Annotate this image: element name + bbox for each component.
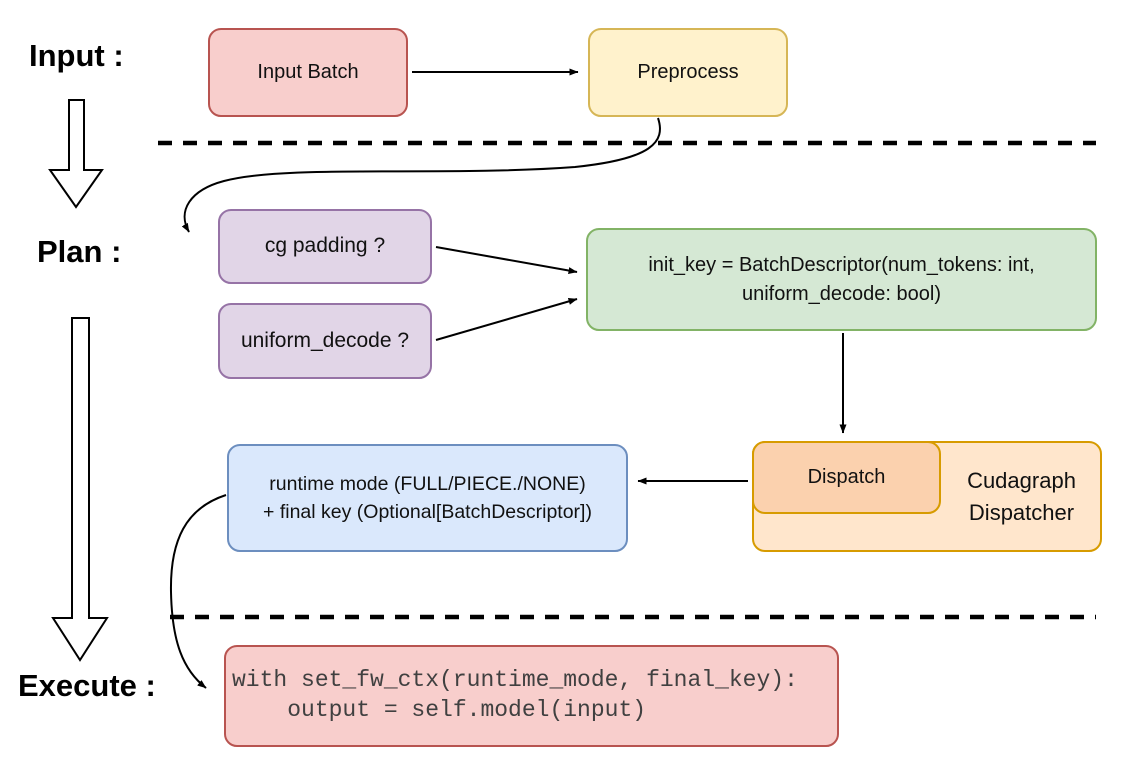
node-cg-padding: cg padding ?	[218, 209, 432, 284]
node-init-key-line1: init_key = BatchDescriptor(num_tokens: i…	[648, 253, 1035, 276]
plan-to-execute-arrow	[51, 317, 109, 662]
node-uniform-decode: uniform_decode ?	[218, 303, 432, 379]
arrow-cgpadding-to-initkey	[435, 246, 578, 274]
cudagraph-label-line1: Cudagraph	[967, 467, 1076, 493]
input-section-label: Input :	[29, 38, 124, 73]
arrow-preprocess-to-cgpadding	[181, 117, 661, 233]
node-preprocess-label: Preprocess	[637, 61, 739, 83]
execute-section-label: Execute :	[18, 668, 156, 703]
node-runtime-mode-line2: + final key (Optional[BatchDescriptor])	[263, 501, 592, 523]
node-preprocess: Preprocess	[588, 28, 788, 117]
node-runtime-mode: runtime mode (FULL/PIECE./NONE) + final …	[227, 444, 628, 552]
node-runtime-mode-line1: runtime mode (FULL/PIECE./NONE)	[269, 472, 586, 495]
execute-code-line1: with set_fw_ctx(runtime_mode, final_key)…	[232, 667, 798, 694]
node-execute-code: with set_fw_ctx(runtime_mode, final_key)…	[224, 645, 839, 747]
node-dispatch-label: Dispatch	[807, 466, 886, 488]
node-init-key: init_key = BatchDescriptor(num_tokens: i…	[586, 228, 1097, 331]
arrow-runtimemode-to-execute	[169, 494, 227, 689]
plan-section-label: Plan :	[37, 234, 122, 269]
node-cg-padding-label: cg padding ?	[264, 234, 386, 258]
node-input-batch: Input Batch	[208, 28, 408, 117]
arrow-uniformdecode-to-initkey	[435, 298, 578, 341]
node-init-key-line2: uniform_decode: bool)	[741, 282, 941, 305]
node-uniform-decode-label: uniform_decode ?	[240, 328, 410, 352]
cudagraph-label-line2: Dispatcher	[968, 499, 1075, 525]
node-input-batch-label: Input Batch	[257, 61, 359, 83]
input-to-plan-arrow	[48, 99, 104, 209]
node-cudagraph-dispatcher-label: Cudagraph Dispatcher	[941, 441, 1102, 552]
execute-code-line2: output = self.model(input)	[232, 697, 647, 723]
node-dispatch: Dispatch	[752, 441, 941, 514]
